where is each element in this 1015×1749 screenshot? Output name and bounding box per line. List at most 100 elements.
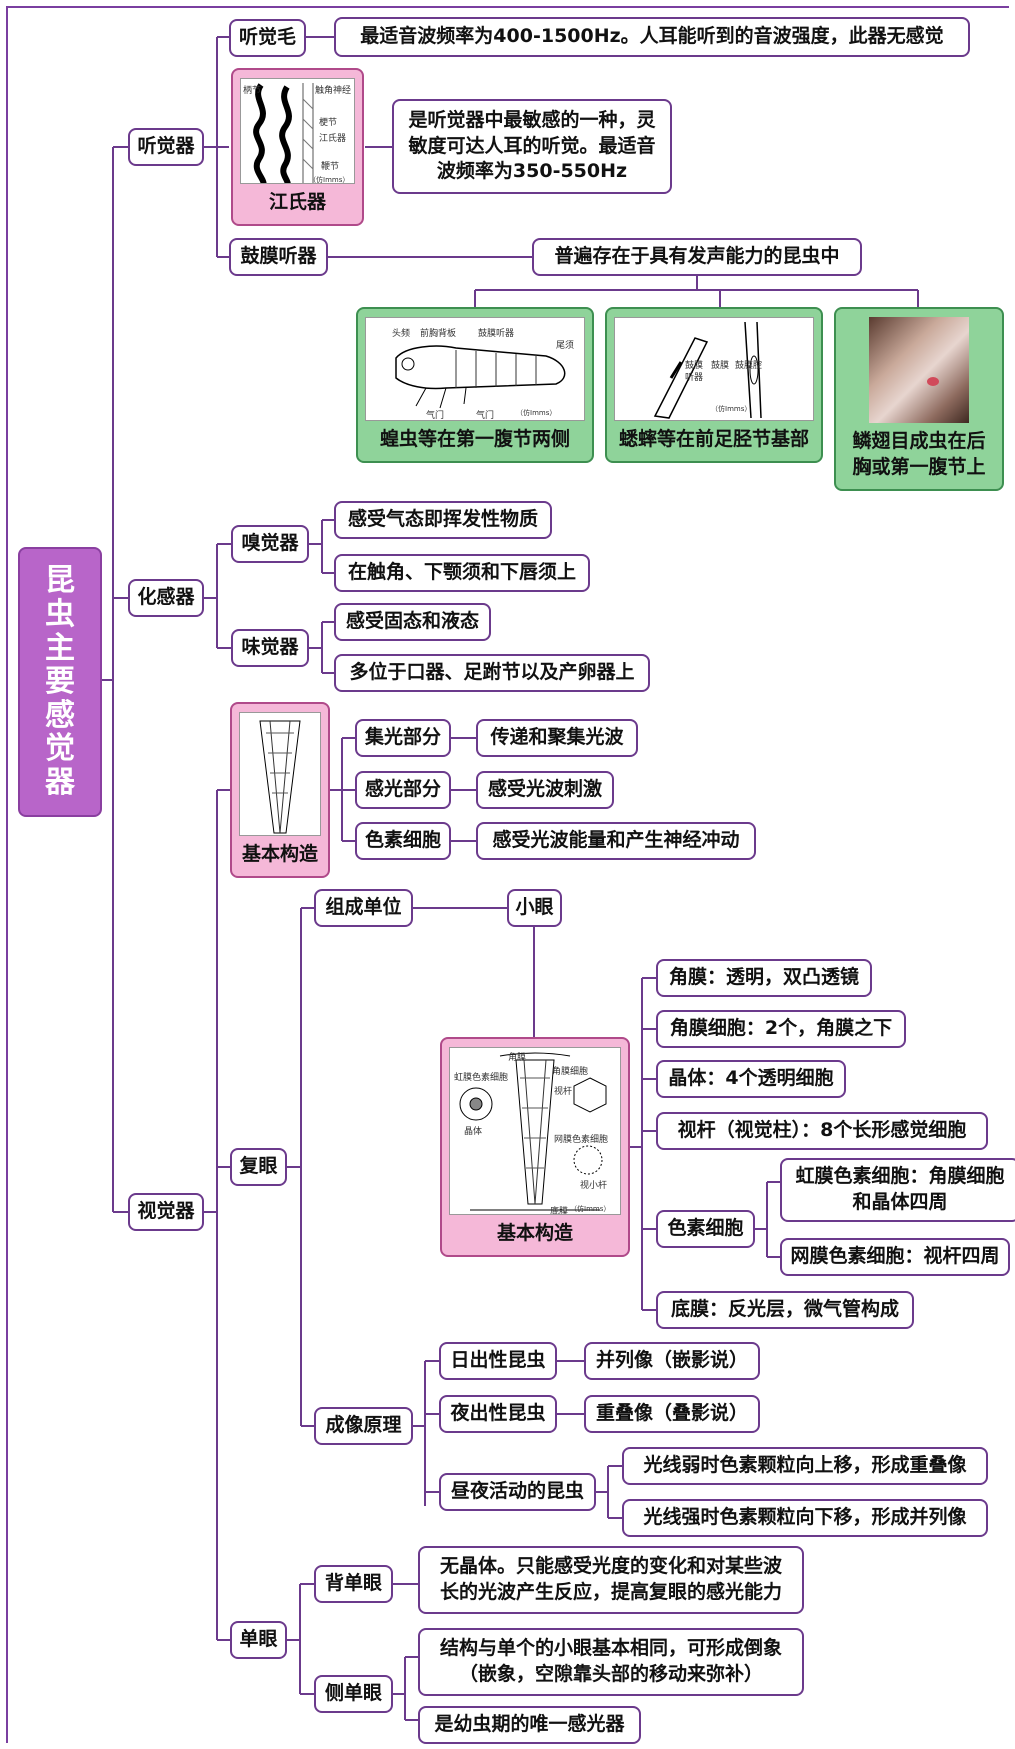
- auditory-hair-desc: 最适音波频率为400-1500Hz。人耳能听到的音波强度，此器无感觉: [334, 17, 970, 57]
- basement-membrane-item: 底膜：反光层，微气管构成: [656, 1291, 914, 1329]
- vision-basic-structure-card[interactable]: 基本构造: [230, 702, 330, 878]
- pic-label: （仿Imms）: [516, 409, 557, 417]
- taste-item: 多位于口器、足跗节以及产卵器上: [334, 654, 650, 692]
- light-sensing-node[interactable]: 感光部分: [355, 771, 451, 809]
- cricket-illustration: 鼓膜 听器 鼓膜 鼓膜腔 （仿Imms）: [614, 317, 814, 422]
- dorsal-ocelli-node[interactable]: 背单眼: [314, 1565, 393, 1603]
- superposition-image: 重叠像（叠影说）: [584, 1395, 760, 1433]
- crystalline-cone-item: 晶体：4个透明细胞: [656, 1060, 846, 1098]
- pic-label: 前胸背板: [420, 329, 457, 339]
- chemoreceptor-node[interactable]: 化感器: [128, 579, 204, 617]
- pic-label: 梗节: [319, 118, 338, 128]
- johnston-organ-card[interactable]: 柄节 触角神经 梗节 江氏器 鞭节 （仿Imms） 江氏器: [231, 68, 364, 226]
- tympanal-organ-node[interactable]: 鼓膜听器: [229, 238, 328, 276]
- cricket-tympanal-card[interactable]: 鼓膜 听器 鼓膜 鼓膜腔 （仿Imms） 蟋蟀等在前足胫节基部: [605, 307, 823, 463]
- compound-eye-illustration: 角膜 角膜细胞 虹膜色素细胞 晶体 视杆 网膜色素细胞 视小杆 底膜 （仿Imm…: [449, 1047, 621, 1216]
- pigment-cell-desc: 感受光波能量和产生神经冲动: [476, 822, 756, 860]
- diurnal-insect-node[interactable]: 日出性昆虫: [439, 1342, 557, 1380]
- root-char: 觉: [45, 731, 75, 767]
- lateral-ocelli-sole-photoreceptor: 是幼虫期的唯一感光器: [418, 1706, 641, 1744]
- root-title: 昆 虫 主 要 感 觉 器: [18, 547, 102, 817]
- pic-label: 气门: [476, 411, 495, 421]
- pic-label: 江氏器: [319, 134, 347, 144]
- strong-light-item: 光线强时色素颗粒向下移，形成并列像: [622, 1499, 988, 1537]
- iris-pigment-item: 虹膜色素细胞：角膜细胞和晶体四周: [780, 1158, 1015, 1222]
- root-char: 虫: [45, 597, 75, 633]
- light-sensing-desc: 感受光波刺激: [476, 771, 614, 809]
- compound-eye-structure-caption: 基本构造: [496, 1222, 573, 1245]
- smell-item: 感受气态即挥发性物质: [334, 501, 552, 539]
- johnston-organ-illustration: 柄节 触角神经 梗节 江氏器 鞭节 （仿Imms）: [240, 78, 355, 185]
- root-char: 感: [45, 697, 75, 733]
- pic-label: （仿Imms）: [309, 176, 350, 184]
- taste-item: 感受固态和液态: [334, 603, 491, 641]
- pic-label: 晶体: [464, 1127, 483, 1137]
- pic-label: 听器: [685, 373, 704, 383]
- lateral-ocelli-desc: 结构与单个的小眼基本相同，可形成倒象（嵌象，空隙靠头部的移动来弥补）: [418, 1628, 804, 1696]
- johnston-organ-caption: 江氏器: [268, 191, 326, 214]
- pigment-cell-node[interactable]: 色素细胞: [355, 822, 451, 860]
- vision-node[interactable]: 视觉器: [128, 1193, 204, 1231]
- hearing-node[interactable]: 听觉器: [128, 128, 204, 166]
- lepidoptera-caption: 鳞翅目成虫在后胸或第一腹节上: [852, 430, 986, 478]
- auditory-hair-node[interactable]: 听觉毛: [229, 19, 306, 57]
- pic-label: 触角神经: [315, 86, 352, 96]
- root-char: 器: [45, 764, 75, 800]
- day-night-insect-node[interactable]: 昼夜活动的昆虫: [439, 1473, 596, 1511]
- root-char: 要: [45, 664, 75, 700]
- outer-frame: [6, 6, 1009, 1743]
- pic-label: 鼓膜听器: [478, 329, 515, 339]
- unit-node[interactable]: 组成单位: [314, 889, 413, 927]
- dorsal-ocelli-desc: 无晶体。只能感受光度的变化和对某些波长的光波产生反应，提高复眼的感光能力: [418, 1546, 804, 1614]
- light-collecting-desc: 传递和聚集光波: [476, 719, 638, 757]
- pic-label: 角膜: [508, 1053, 527, 1063]
- pic-label: 头频: [392, 329, 411, 339]
- compound-eye-node[interactable]: 复眼: [230, 1148, 287, 1186]
- pic-label: （仿Imms）: [570, 1205, 611, 1213]
- smell-item: 在触角、下颚须和下唇须上: [334, 554, 590, 592]
- nocturnal-insect-node[interactable]: 夜出性昆虫: [439, 1395, 557, 1433]
- pic-label: 视小杆: [580, 1181, 608, 1191]
- ommatidium-illustration-small: [239, 712, 321, 837]
- root-char: 主: [45, 630, 75, 666]
- pic-label: 鼓膜: [685, 361, 704, 371]
- cricket-caption: 蟋蟀等在前足胫节基部: [618, 428, 809, 451]
- pic-label: 视杆: [554, 1087, 573, 1097]
- simple-eye-node[interactable]: 单眼: [230, 1621, 287, 1659]
- johnston-organ-desc: 是听觉器中最敏感的一种，灵敏度可达人耳的听觉。最适音波频率为350-550Hz: [392, 99, 672, 194]
- smell-node[interactable]: 嗅觉器: [231, 525, 309, 563]
- lepidoptera-tympanal-card[interactable]: 鳞翅目成虫在后胸或第一腹节上: [834, 307, 1004, 491]
- locust-illustration: 头频 前胸背板 鼓膜听器 尾须 气门 气门 （仿Imms）: [365, 317, 585, 422]
- pigment-cells-node[interactable]: 色素细胞: [656, 1210, 755, 1248]
- pic-label: 网膜色素细胞: [554, 1135, 609, 1145]
- pic-label: 角膜细胞: [552, 1067, 589, 1077]
- imaging-principle-node[interactable]: 成像原理: [314, 1407, 413, 1445]
- locust-tympanal-card[interactable]: 头频 前胸背板 鼓膜听器 尾须 气门 气门 （仿Imms） 蝗虫等在第一腹节两侧: [356, 307, 594, 463]
- vision-basic-structure-caption: 基本构造: [241, 843, 318, 866]
- pic-label: 鞭节: [321, 162, 340, 172]
- lepidoptera-photo: [869, 317, 969, 423]
- rhabdom-item: 视杆（视觉柱）：8个长形感觉细胞: [656, 1112, 988, 1150]
- compound-eye-structure-card[interactable]: 角膜 角膜细胞 虹膜色素细胞 晶体 视杆 网膜色素细胞 视小杆 底膜 （仿Imm…: [440, 1037, 630, 1257]
- lateral-ocelli-node[interactable]: 侧单眼: [314, 1675, 393, 1713]
- locust-caption: 蝗虫等在第一腹节两侧: [379, 428, 570, 451]
- light-collecting-node[interactable]: 集光部分: [355, 719, 451, 757]
- apposition-image: 并列像（嵌影说）: [584, 1342, 760, 1380]
- pic-label: 鼓膜腔: [735, 361, 763, 371]
- pic-label: （仿Imms）: [711, 405, 752, 413]
- weak-light-item: 光线弱时色素颗粒向上移，形成重叠像: [622, 1447, 988, 1485]
- pic-label: 鼓膜: [711, 361, 730, 371]
- pic-label: 底膜: [550, 1207, 569, 1216]
- pic-label: 柄节: [243, 86, 262, 96]
- pic-label: 虹膜色素细胞: [454, 1073, 509, 1083]
- taste-node[interactable]: 味觉器: [231, 629, 309, 667]
- pic-label: 气门: [426, 411, 445, 421]
- corneal-cell-item: 角膜细胞：2个，角膜之下: [656, 1010, 906, 1048]
- ommatidium-node[interactable]: 小眼: [507, 889, 562, 927]
- root-char: 昆: [45, 563, 75, 599]
- pic-label: 尾须: [556, 341, 575, 351]
- retinal-pigment-item: 网膜色素细胞：视杆四周: [780, 1238, 1010, 1276]
- cornea-item: 角膜：透明，双凸透镜: [656, 959, 872, 997]
